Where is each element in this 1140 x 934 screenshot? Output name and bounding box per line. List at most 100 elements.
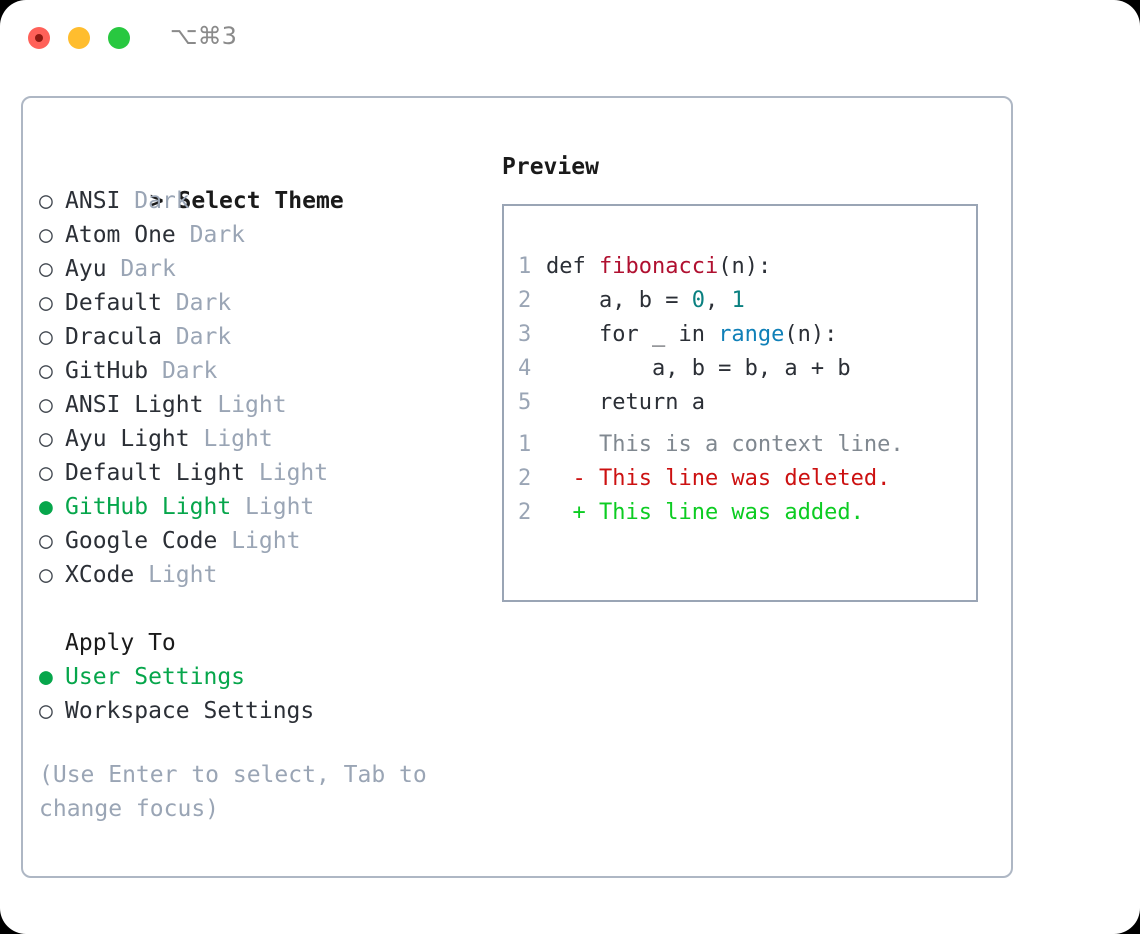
theme-list-item[interactable]: ○ Default Dark <box>39 286 479 320</box>
spacing <box>120 188 134 214</box>
spacing <box>148 358 162 384</box>
title-bar: ⌥⌘3 <box>0 0 1140 78</box>
diff-line-del: 2 - This line was deleted. <box>518 462 970 496</box>
minimize-window-button[interactable] <box>68 27 90 49</box>
theme-variant-label: Light <box>217 392 287 418</box>
theme-list-item[interactable]: ● GitHub Light Light <box>39 490 479 524</box>
radio-selected-icon[interactable]: ● <box>39 494 53 520</box>
code-token-call: range <box>718 322 785 347</box>
diff-line-add: 2 + This line was added. <box>518 496 970 530</box>
theme-variant-label: Dark <box>175 290 232 316</box>
code-line-number: 2 <box>518 288 532 313</box>
theme-name-label: Dracula <box>65 324 162 350</box>
theme-name-label: XCode <box>65 562 135 588</box>
radio-unselected-icon[interactable]: ○ <box>39 528 53 554</box>
code-line: 2 a, b = 0, 1 <box>518 284 970 318</box>
select-theme-title: Select Theme <box>177 188 344 214</box>
theme-list: ○ ANSI Dark ○ Atom One Dark ○ Ayu Dark ○ Defaul… <box>39 184 479 592</box>
radio-unselected-icon[interactable]: ○ <box>39 562 53 588</box>
theme-variant-label: Dark <box>175 324 232 350</box>
close-window-button[interactable] <box>28 27 50 49</box>
theme-list-item[interactable]: ○ Atom One Dark <box>39 218 479 252</box>
diff-line-number: 1 <box>518 432 532 457</box>
spacing <box>190 426 204 452</box>
diff-line-number: 2 <box>518 466 532 491</box>
theme-name-label: ANSI Light <box>65 392 204 418</box>
diff-sample: 1 This is a context line.2 - This line w… <box>518 428 970 530</box>
spacing <box>245 460 259 486</box>
spacing <box>162 324 176 350</box>
radio-unselected-icon[interactable]: ○ <box>39 358 53 384</box>
theme-name-label: Default <box>65 290 162 316</box>
diff-line-number: 2 <box>518 500 532 525</box>
theme-variant-label: Dark <box>120 256 176 282</box>
theme-list-item[interactable]: ○Ayu Light Light <box>39 422 479 456</box>
apply-to-item[interactable]: ● User Settings <box>39 660 479 694</box>
theme-name-label: ANSI <box>65 188 121 214</box>
theme-name-label: Google Code <box>65 528 218 554</box>
radio-unselected-icon[interactable]: ○ <box>39 392 53 418</box>
preview-heading: Preview <box>502 154 599 180</box>
select-theme-heading: > Select Theme <box>39 150 479 214</box>
theme-name-label: Ayu <box>65 256 107 282</box>
diff-sign: + <box>546 500 599 525</box>
theme-list-item[interactable]: ○ ANSI Light Light <box>39 388 479 422</box>
code-line-number: 5 <box>518 390 532 415</box>
radio-unselected-icon[interactable]: ○ <box>39 188 53 214</box>
spacing <box>217 528 231 554</box>
code-token-plain: a, b = b, a + b <box>546 356 851 381</box>
diff-sign: - <box>546 466 599 491</box>
radio-selected-icon[interactable]: ● <box>39 664 53 690</box>
theme-name-label: Atom One <box>65 222 176 248</box>
spacing <box>107 256 121 282</box>
radio-unselected-icon[interactable]: ○ <box>39 426 53 452</box>
apply-to-list: ● User Settings ○ Workspace Settings <box>39 660 479 728</box>
theme-variant-label: Light <box>148 562 218 588</box>
radio-unselected-icon[interactable]: ○ <box>39 222 53 248</box>
theme-list-item[interactable]: ○ Default Light Light <box>39 456 479 490</box>
theme-list-item[interactable]: ○GitHub Dark <box>39 354 479 388</box>
theme-variant-label: Light <box>231 528 301 554</box>
code-token-plain: def <box>546 254 599 279</box>
apply-to-item[interactable]: ○ Workspace Settings <box>39 694 479 728</box>
theme-list-item[interactable]: ○ XCode Light <box>39 558 479 592</box>
theme-list-item[interactable]: ○ Dracula Dark <box>39 320 479 354</box>
radio-unselected-icon[interactable]: ○ <box>39 256 53 282</box>
code-token-plain: for _ in <box>546 322 719 347</box>
apply-to-label: Workspace Settings <box>65 698 315 724</box>
theme-variant-label: Dark <box>161 358 218 384</box>
theme-list-item[interactable]: ○ Ayu Dark <box>39 252 479 286</box>
radio-unselected-icon[interactable]: ○ <box>39 698 53 724</box>
diff-line-ctx: 1 This is a context line. <box>518 428 970 462</box>
code-line-number: 4 <box>518 356 532 381</box>
code-token-plain: (n): <box>718 254 772 279</box>
spacing <box>176 222 190 248</box>
keyboard-shortcut-label: ⌥⌘3 <box>170 22 237 50</box>
code-line-number: 3 <box>518 322 532 347</box>
maximize-window-button[interactable] <box>108 27 130 49</box>
radio-unselected-icon[interactable]: ○ <box>39 324 53 350</box>
radio-unselected-icon[interactable]: ○ <box>39 290 53 316</box>
code-token-fn: fibonacci <box>598 254 719 279</box>
theme-variant-label: Dark <box>189 222 246 248</box>
code-token-num: 1 <box>731 288 745 313</box>
prompt-caret-icon: > <box>149 188 164 214</box>
theme-variant-label: Light <box>258 460 329 486</box>
code-line: 5 return a <box>518 386 970 420</box>
theme-name-label: GitHub Light <box>65 494 232 520</box>
spacing <box>203 392 217 418</box>
radio-unselected-icon[interactable]: ○ <box>39 460 53 486</box>
apply-to-label: User Settings <box>65 664 246 690</box>
code-token-plain: (n): <box>784 322 838 347</box>
theme-name-label: Ayu Light <box>65 426 190 452</box>
theme-name-label: Default Light <box>65 460 246 486</box>
theme-list-item[interactable]: ○ Google Code Light <box>39 524 479 558</box>
theme-variant-label: Light <box>245 494 315 520</box>
theme-list-item[interactable]: ○ANSI Dark <box>39 184 479 218</box>
spacing <box>134 562 148 588</box>
apply-to-heading: Apply To <box>65 630 176 656</box>
